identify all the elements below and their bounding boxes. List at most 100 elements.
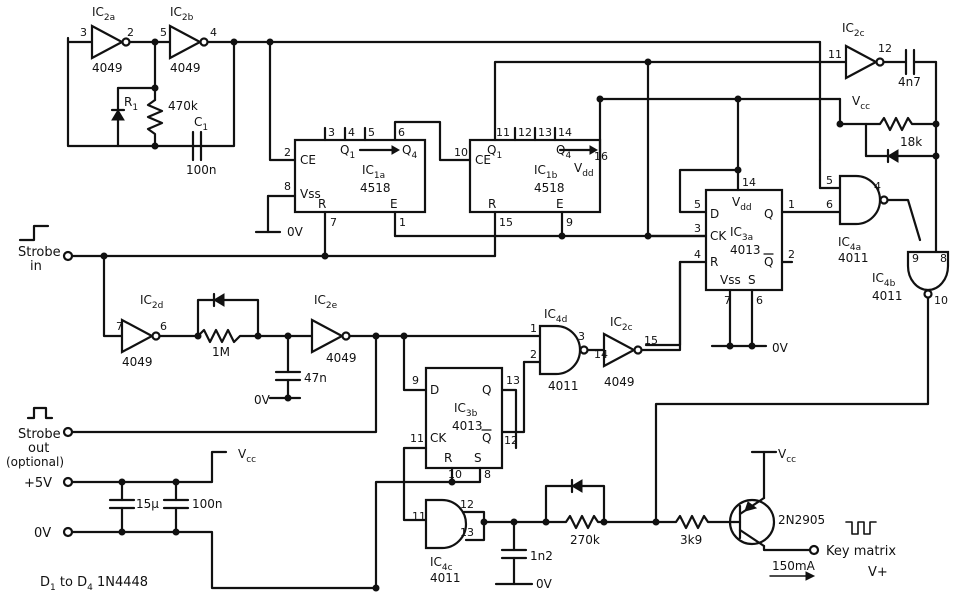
resistor-3k9-value: 3k9 — [680, 533, 702, 547]
ic1b-q4: Q4 — [556, 143, 571, 161]
diode-d-osc — [111, 109, 125, 121]
nand-ic4c — [424, 498, 468, 550]
ic4c-label: IC4c — [430, 555, 453, 573]
ic2d-label: IC2d — [140, 293, 163, 311]
transistor-label: 2N2905 — [778, 513, 825, 527]
ic1a-type: 4518 — [360, 181, 391, 195]
inverter-ic2a — [90, 24, 125, 60]
power-section: +5V 0V 15µ 100n Vcc D1 to D4 1N4448 — [24, 447, 378, 593]
ic1b-pin13: 13 — [538, 126, 552, 139]
ic2a-label: IC2a — [92, 5, 115, 23]
ic1a-pin1: 1 — [399, 216, 406, 229]
ic3b-pin9: 9 — [412, 374, 419, 387]
vcc-top: Vcc — [852, 94, 870, 112]
resistor-3k9 — [654, 514, 736, 530]
ic2b-type: 4049 — [170, 61, 201, 75]
oscillator-section: 3 2 5 4 IC2a IC2b 4049 4049 R1 470k C1 1… — [66, 5, 822, 177]
ic3a-pin14: 14 — [742, 176, 756, 189]
ic1a-pin5: 5 — [368, 126, 375, 139]
ic3b-s: S — [474, 451, 482, 465]
ic3a-r: R — [710, 255, 718, 269]
ic3a-pin4: 4 — [694, 248, 701, 261]
ic4a-pin4: 4 — [874, 180, 881, 193]
current-label: 150mA — [772, 559, 816, 573]
ic4c-pin13: 13 — [460, 526, 474, 539]
ic2d-pin-in: 7 — [116, 320, 123, 333]
ic3a-pin2: 2 — [788, 248, 795, 261]
plus5v-terminal — [62, 476, 74, 488]
strobe-in-section: Strobe in — [18, 224, 497, 274]
ic3a-vdd: Vdd — [732, 195, 752, 213]
ic3b-pin12: 12 — [504, 434, 518, 447]
ic1b-pin15: 15 — [499, 216, 513, 229]
ic3a-qbar: Q — [764, 255, 773, 269]
ic3a-d: D — [710, 207, 719, 221]
ic1b-vdd: Vdd — [574, 161, 594, 179]
ic2c-mid-label: IC2c — [610, 315, 633, 333]
ic3a-pin7: 7 — [724, 294, 731, 307]
ic2c-top-pin-out: 12 — [878, 42, 892, 55]
ic3a-vss: Vss — [720, 273, 741, 287]
diode-output — [571, 479, 583, 493]
ic4b-pin9: 9 — [912, 252, 919, 265]
ic1a-ce: CE — [300, 153, 316, 167]
ic1a-q1: Q1 — [340, 143, 355, 161]
ic2e-label: IC2e — [314, 293, 338, 311]
ic2c-mid-type: 4049 — [604, 375, 635, 389]
ic2b-pin-in: 5 — [160, 26, 167, 39]
ic4c-pin11: 11 — [412, 510, 426, 523]
strobe-in-label-1: Strobe — [18, 245, 61, 260]
ic2a-type: 4049 — [92, 61, 123, 75]
ic3a-pin5: 5 — [694, 198, 701, 211]
zero-v-out: 0V — [536, 577, 553, 591]
r1-label: R1 — [124, 95, 138, 113]
ic4b-pin8: 8 — [940, 252, 947, 265]
vcc-supply: Vcc — [238, 447, 256, 465]
ic1b-pin14: 14 — [558, 126, 572, 139]
ic1a-pin6: 6 — [398, 126, 405, 139]
ic4d-pin3: 3 — [578, 330, 585, 343]
diode-delay — [213, 293, 225, 307]
key-matrix-terminal — [808, 544, 820, 556]
strobe-out-label-1: Strobe — [18, 427, 61, 442]
inverter-ic2c-top — [844, 44, 879, 80]
ic1b-ce: CE — [475, 153, 491, 167]
ic1a-pin8: 8 — [284, 180, 291, 193]
flipflop-ic3b-section: IC3b 4013 D Q CK Q R S 9 13 11 12 10 8 — [70, 334, 520, 592]
ic3b-type: 4013 — [452, 419, 483, 433]
inverter-ic2e — [310, 318, 345, 354]
ic4a-pin6: 6 — [826, 198, 833, 211]
zero-v-ic1a: 0V — [287, 225, 304, 239]
ic3a-type: 4013 — [730, 243, 761, 257]
strobe-out-section: Strobe out (optional) — [6, 406, 74, 469]
diodes-note: D1 to D4 1N4448 — [40, 575, 148, 593]
ic3a-pin3: 3 — [694, 222, 701, 235]
ic3b-chip — [424, 366, 504, 470]
ic3b-pin11: 11 — [410, 432, 424, 445]
cap-100n-supply: 100n — [192, 497, 223, 511]
ic1b-q1: Q1 — [487, 143, 502, 161]
ic4d-pin1: 1 — [530, 322, 537, 335]
resistor-18k-value: 18k — [900, 135, 922, 149]
diode-pulse — [887, 149, 899, 163]
c1-value: 100n — [186, 163, 217, 177]
ic1b-chip — [468, 138, 602, 214]
resistor-18k — [838, 116, 938, 132]
resistor-270k — [544, 514, 658, 530]
ic3b-label: IC3b — [454, 401, 478, 419]
ic3a-ck: CK — [710, 229, 727, 243]
ic1b-pin9: 9 — [566, 216, 573, 229]
ic1a-pin3: 3 — [328, 126, 335, 139]
ic2e-type: 4049 — [326, 351, 357, 365]
ic4a-label: IC4a — [838, 235, 861, 253]
strobe-in-terminal — [62, 250, 74, 262]
ic3b-pin8: 8 — [484, 468, 491, 481]
transistor-2n2905 — [728, 498, 776, 546]
ic4b-type: 4011 — [872, 289, 903, 303]
ic1a-chip — [293, 138, 427, 214]
ic3b-r: R — [444, 451, 452, 465]
ic1b-pin12: 12 — [518, 126, 532, 139]
cap-15u: 15µ — [136, 497, 159, 511]
strobe-in-label-2: in — [30, 259, 42, 274]
